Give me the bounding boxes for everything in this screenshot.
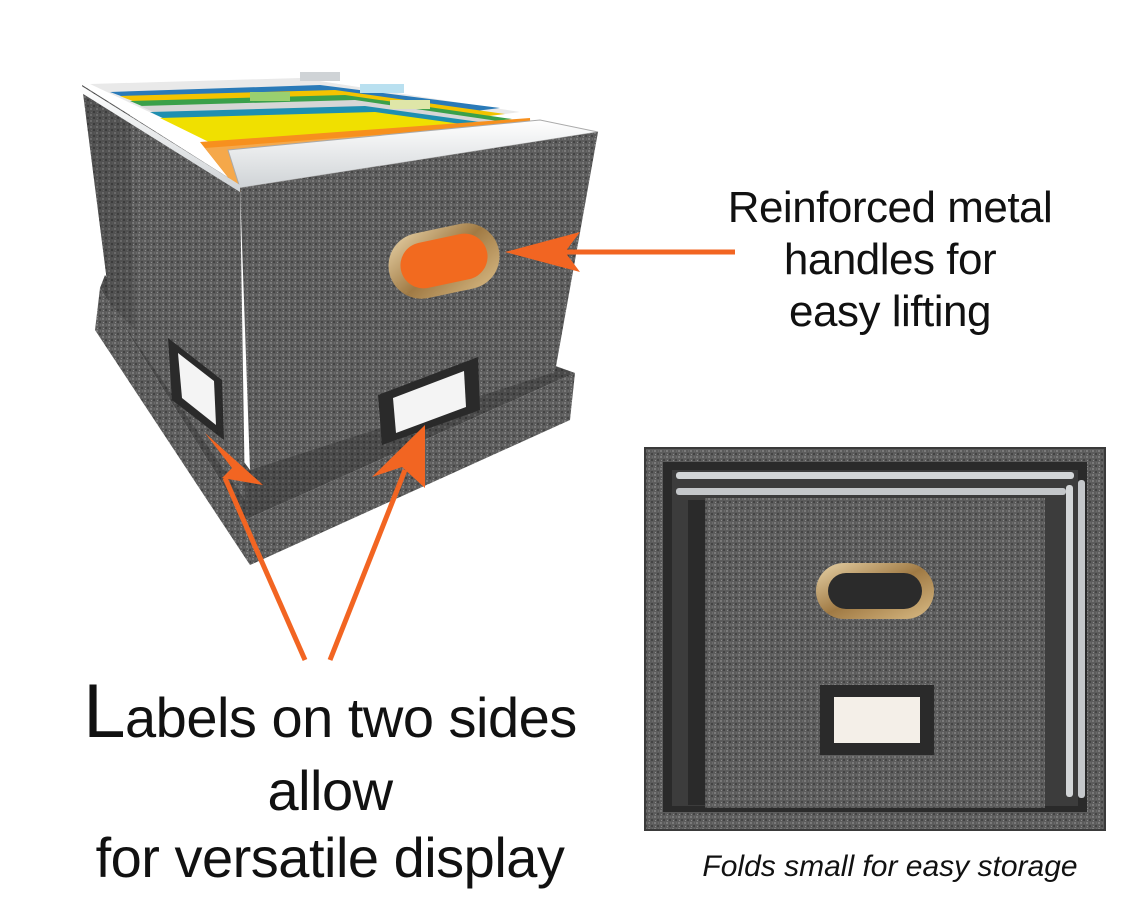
handles-callout: Reinforced metal handles for easy liftin… xyxy=(700,182,1080,338)
arrow-handles xyxy=(505,232,735,272)
handles-callout-line-3: easy lifting xyxy=(789,286,991,336)
labels-callout-line-1-rest: abels on two sides allow xyxy=(125,686,577,823)
handles-callout-line-2: handles for xyxy=(783,234,997,284)
metal-handle xyxy=(388,223,500,299)
assembled-file-box xyxy=(80,72,599,565)
labels-callout-initial: L xyxy=(83,669,126,754)
labels-callout-line-1: Labels on two sides allow xyxy=(20,666,640,824)
arrow-label-front xyxy=(327,425,425,661)
front-label-holder xyxy=(378,357,480,445)
side-label-holder xyxy=(168,338,224,440)
labels-callout: Labels on two sides allow for versatile … xyxy=(20,666,640,892)
arrow-label-side xyxy=(205,433,308,662)
labels-callout-line-2: for versatile display xyxy=(95,826,565,890)
folded-box-photo xyxy=(644,447,1106,831)
folded-box-caption: Folds small for easy storage xyxy=(702,850,1078,883)
box-front-panel xyxy=(240,132,598,470)
handles-callout-line-1: Reinforced metal xyxy=(727,183,1053,232)
